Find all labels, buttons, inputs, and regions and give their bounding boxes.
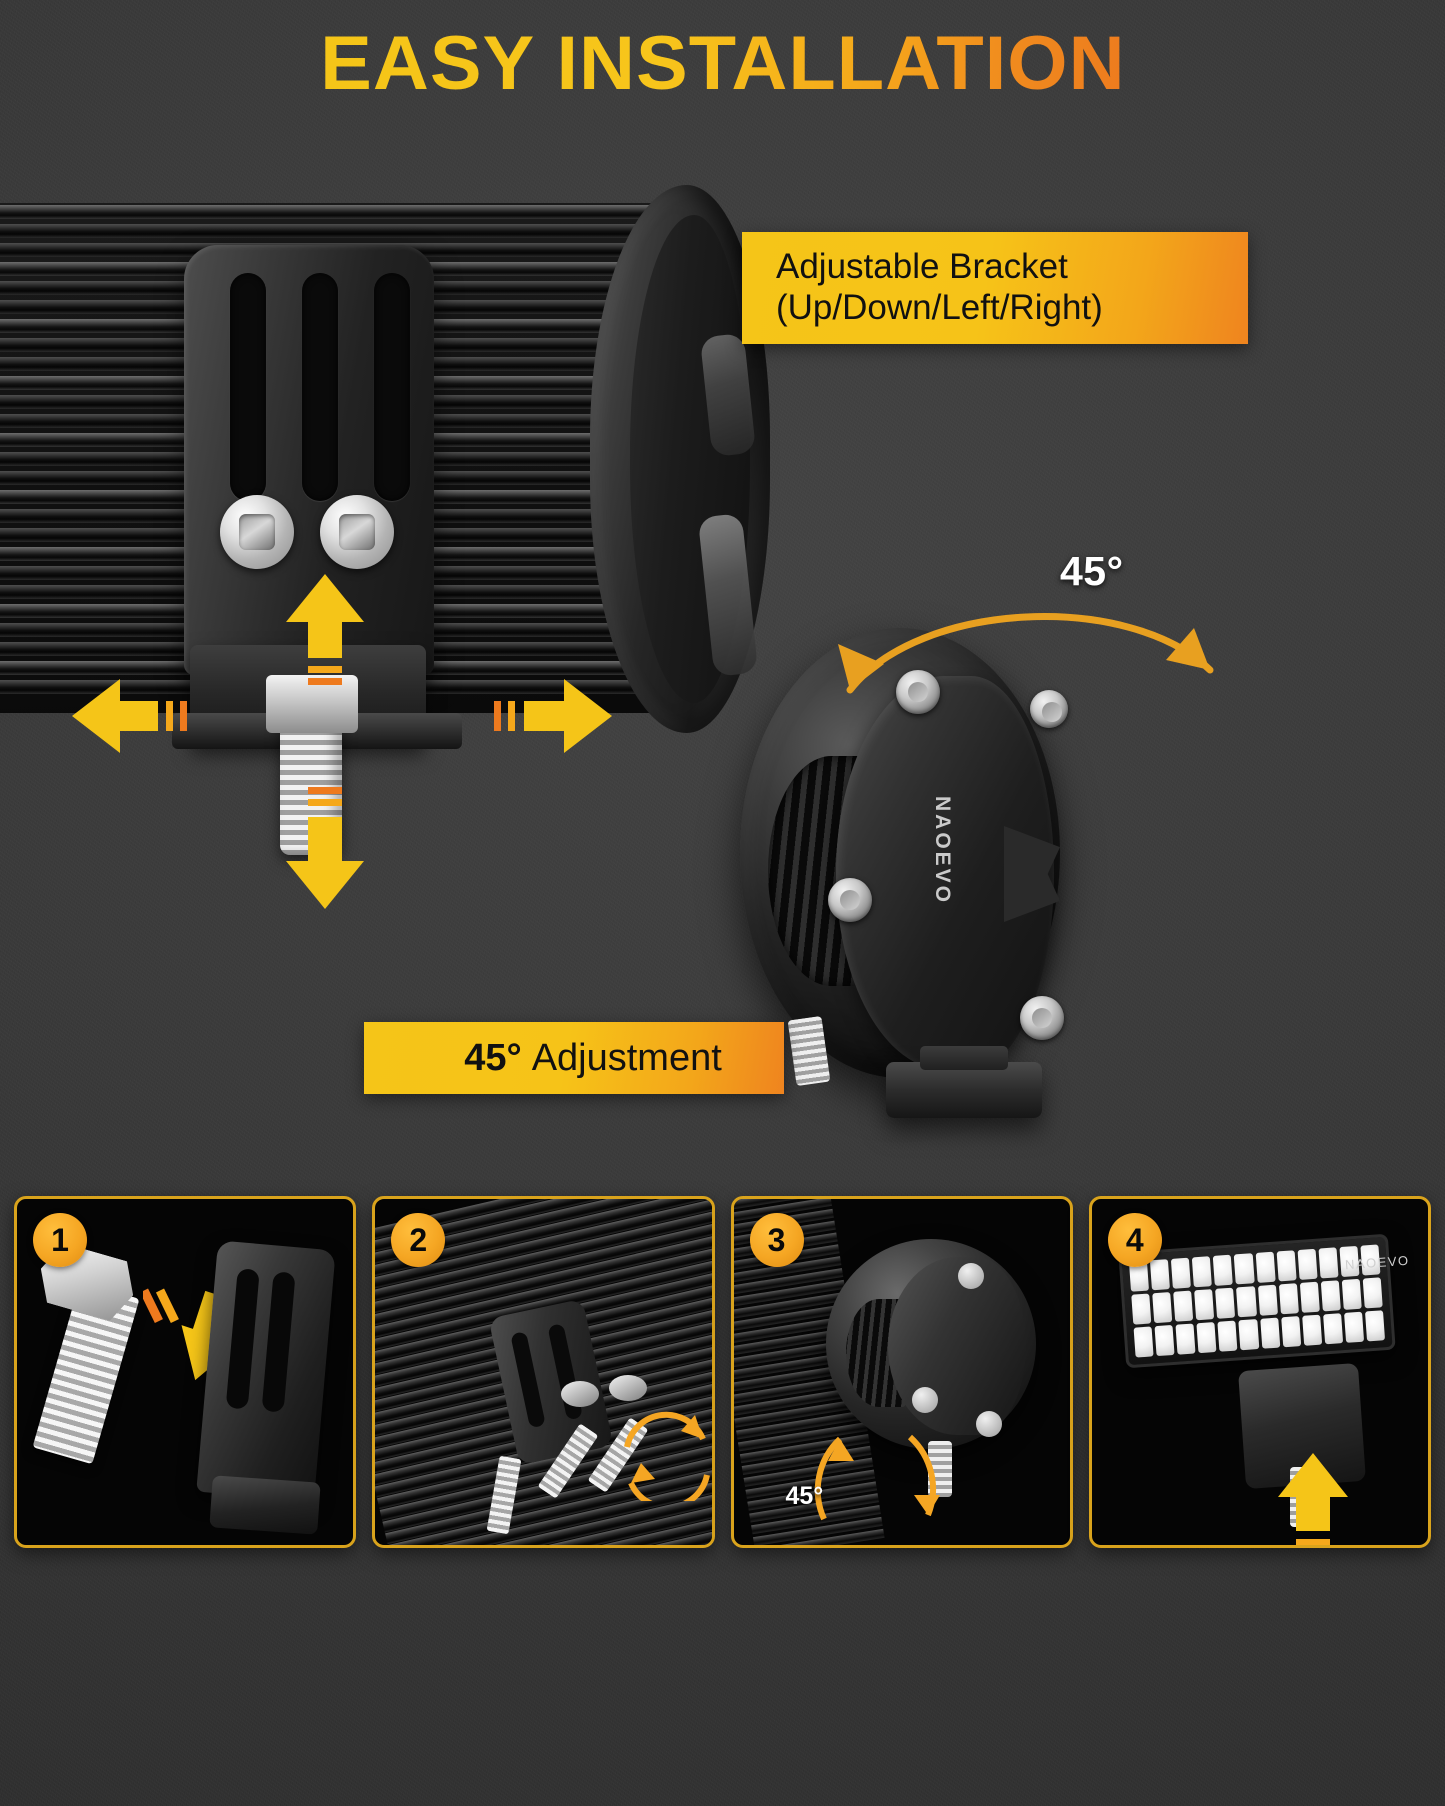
led-chip <box>1259 1317 1280 1349</box>
callout-45-degrees: 45° <box>464 1036 522 1079</box>
led-chip <box>1362 1277 1383 1309</box>
pod-screw-small-3 <box>975 1411 1002 1437</box>
arrow-right-icon <box>494 679 612 753</box>
step-3-angle-label: 45° <box>785 1482 824 1510</box>
bracket-base-plate <box>209 1475 321 1535</box>
led-light-bar-illustration <box>0 185 770 909</box>
led-chip <box>1212 1254 1233 1286</box>
led-chip <box>1296 1248 1318 1280</box>
led-chip <box>1280 1316 1301 1348</box>
led-chip <box>1191 1256 1212 1288</box>
step-badge-4: 4 <box>1107 1213 1162 1267</box>
callout-45-adjustment: 45° Adjustment <box>364 1022 784 1094</box>
led-chip <box>1149 1259 1170 1291</box>
led-chip <box>1152 1292 1173 1324</box>
pod-mount-base <box>886 1046 1042 1118</box>
callout-bracket-line1: Adjustable Bracket <box>776 247 1068 287</box>
callout-adjustable-bracket: Adjustable Bracket (Up/Down/Left/Right) <box>742 232 1248 344</box>
pod-screw-small-1 <box>957 1263 984 1289</box>
pod-brand-label: NAOEVO <box>931 796 954 906</box>
bracket-bolt-right <box>320 495 394 569</box>
tighten-arrow-icon <box>624 1411 711 1501</box>
bracket-bolt-left <box>220 495 294 569</box>
led-chip <box>1299 1281 1320 1313</box>
led-chip <box>1233 1253 1254 1285</box>
led-chip <box>1320 1280 1341 1312</box>
led-chip <box>1175 1323 1196 1355</box>
arrow-left-icon <box>72 679 187 753</box>
installation-steps-strip: 1 2 <box>14 1196 1431 1548</box>
pod-housing: NAOEVO <box>740 628 1068 1078</box>
callout-45-label: Adjustment <box>531 1036 722 1079</box>
pod-screw-center <box>828 878 872 922</box>
led-chip <box>1278 1283 1299 1315</box>
arc-angle-label: 45° <box>1060 548 1124 594</box>
led-chip <box>1215 1287 1236 1319</box>
led-chip <box>1196 1322 1217 1354</box>
step-badge-1: 1 <box>33 1213 87 1267</box>
led-chip <box>1301 1314 1322 1346</box>
led-chip <box>1317 1247 1339 1279</box>
bracket-part-slot-a <box>225 1268 261 1410</box>
led-light-bar-front <box>1118 1233 1396 1369</box>
step-badge-2: 2 <box>391 1213 446 1267</box>
heatsink-fin <box>0 205 680 219</box>
led-chip <box>1341 1278 1362 1310</box>
step-card-3[interactable]: 3 45° <box>730 1196 1073 1548</box>
pod-notch <box>1004 826 1060 922</box>
pod-screw-small-2 <box>911 1387 938 1413</box>
page-title: EASY INSTALLATION <box>319 21 1126 106</box>
step-card-4[interactable]: 4 NAOEVO <box>1088 1196 1431 1548</box>
led-chip <box>1364 1310 1385 1342</box>
round-pod-light-illustration: NAOEVO <box>740 610 1080 1130</box>
callout-bracket-line2: (Up/Down/Left/Right) <box>776 288 1103 327</box>
led-chip <box>1343 1311 1364 1343</box>
pod-face-small <box>887 1257 1026 1435</box>
led-chip <box>1170 1257 1191 1289</box>
led-chip <box>1257 1284 1278 1316</box>
led-chip <box>1194 1289 1215 1321</box>
tilt-arrow-icon <box>814 1434 940 1521</box>
step-card-1[interactable]: 1 <box>14 1196 357 1548</box>
step-1-artwork <box>17 1199 353 1545</box>
bracket-part-slot-b <box>261 1271 296 1413</box>
pod-screw-bottom-right <box>1020 996 1064 1040</box>
led-chip <box>1275 1250 1297 1282</box>
step-card-2[interactable]: 2 <box>372 1196 715 1548</box>
step-4-artwork: NAOEVO <box>1092 1199 1428 1545</box>
pod-screw-top <box>896 670 940 714</box>
heatsink-fin <box>0 224 680 238</box>
led-chip <box>1236 1286 1257 1318</box>
led-chip <box>1217 1320 1238 1352</box>
led-chip <box>1133 1326 1154 1358</box>
bracket-slot-center <box>302 273 338 501</box>
bracket-slot <box>510 1331 547 1429</box>
arrow-up-icon <box>286 574 364 685</box>
washer-2 <box>609 1375 648 1401</box>
rotation-arc-arrow-icon <box>838 613 1214 694</box>
pod-front-face <box>836 676 1060 1070</box>
led-chip <box>1173 1290 1194 1322</box>
pod-screw-top-right <box>1030 690 1068 728</box>
led-chip <box>1238 1319 1259 1351</box>
bracket-slot-right <box>374 273 410 501</box>
arrow-down-icon <box>286 787 364 909</box>
title-container: EASY INSTALLATION <box>0 26 1445 102</box>
step-badge-3: 3 <box>749 1213 804 1267</box>
bracket-part <box>196 1240 337 1502</box>
pod-light-small <box>825 1239 1036 1449</box>
led-chip <box>1254 1251 1276 1283</box>
step-4-brand-label: NAOEVO <box>1344 1252 1411 1273</box>
led-chip <box>1154 1324 1175 1357</box>
mount-up-arrow-icon <box>1277 1453 1348 1545</box>
adjustable-bracket <box>172 245 462 855</box>
step-3-artwork: 45° <box>733 1199 1070 1545</box>
led-chip <box>1131 1293 1152 1325</box>
led-chip <box>1322 1313 1343 1345</box>
step-2-artwork <box>375 1199 712 1545</box>
bracket-slot-left <box>230 273 266 501</box>
washer-1 <box>561 1381 600 1407</box>
